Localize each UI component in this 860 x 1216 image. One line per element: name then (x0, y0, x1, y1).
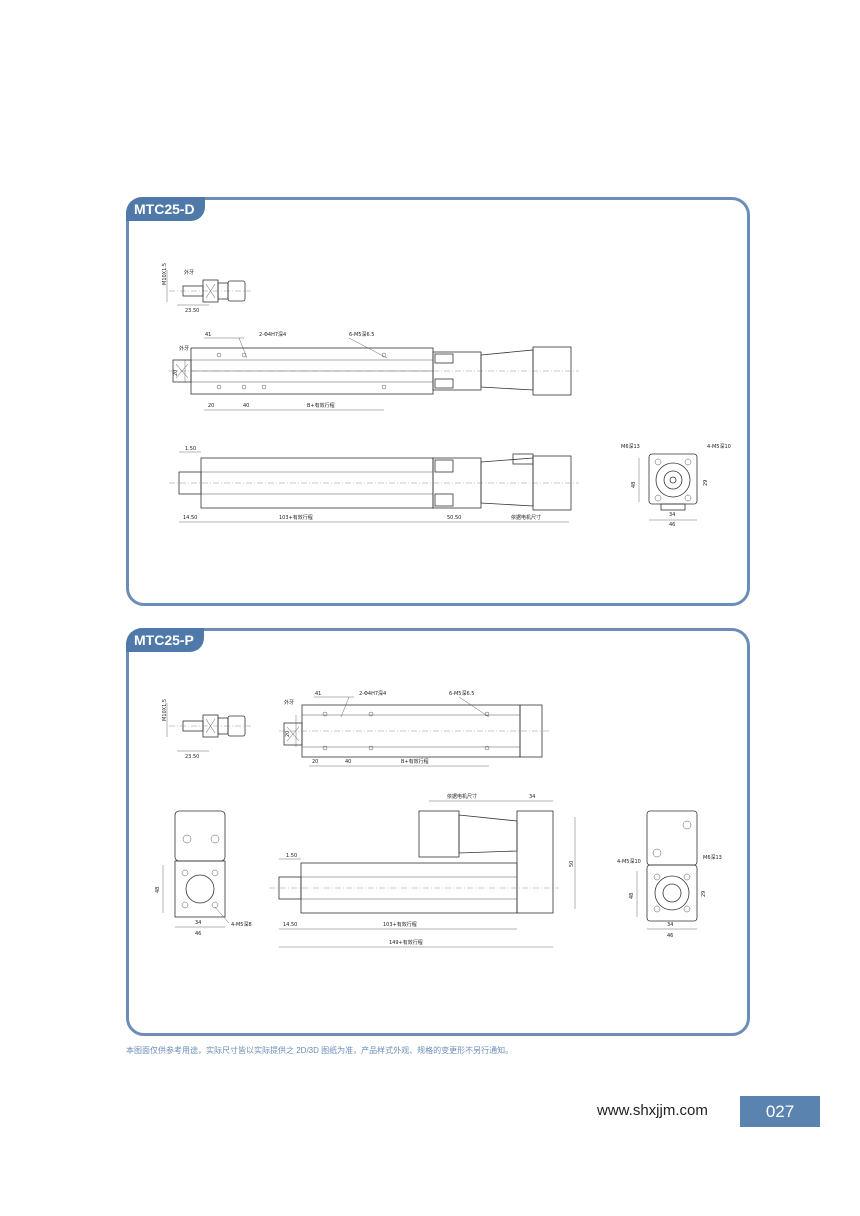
dim-stroke-149: 149+有效行程 (389, 939, 423, 946)
dim-23-50: 23.50 (185, 308, 199, 314)
dim-50: 50 (569, 861, 575, 867)
dim-20: 20 (208, 403, 214, 409)
top-view (169, 337, 579, 411)
note-holes-m5: 6-M5深6.5 (449, 690, 474, 697)
dim-48: 48 (155, 887, 161, 893)
note-m5-10: 4-M5深10 (617, 858, 641, 865)
label-outer-thread: 外牙 (284, 699, 294, 706)
note-holes-top: 2-Φ4H7深4 (259, 331, 286, 338)
dim-23-50: 23.50 (185, 754, 199, 760)
side-view (269, 800, 576, 948)
right-end-view (636, 810, 698, 930)
dim-50-50: 50.50 (447, 515, 461, 521)
website-url[interactable]: www.shxjjm.com (597, 1102, 708, 1119)
dim-1-50: 1.50 (185, 446, 196, 452)
dim-stroke-b: B+有效行程 (401, 758, 429, 765)
dim-40: 40 (243, 403, 249, 409)
dim-34-right: 34 (667, 922, 673, 928)
end-view (638, 453, 698, 521)
dim-14-50: 14.50 (283, 922, 297, 928)
dim-46: 46 (195, 931, 201, 937)
dim-48-right: 48 (629, 893, 635, 899)
page-number: 027 (740, 1096, 820, 1127)
note-m5-10: 4-M5深10 (707, 443, 731, 450)
note-m6: M6深13 (703, 854, 722, 861)
dim-stroke-103: 103+有效行程 (383, 921, 417, 928)
dim-29: 29 (701, 891, 707, 897)
dim-14-50: 14.50 (183, 515, 197, 521)
label-motor-size: 依据电机尺寸 (447, 793, 477, 800)
panel-mtc25-p: MTC25-P M10X1.5 23.50 (126, 628, 750, 1036)
dim-40: 40 (345, 759, 351, 765)
dim-29: 29 (703, 480, 709, 486)
dim-stroke-103: 103+有效行程 (279, 514, 313, 521)
label-motor-size: 依据电机尺寸 (511, 514, 541, 521)
note-m6: M6深13 (621, 443, 640, 450)
label-outer-thread-2: 外牙 (179, 345, 189, 352)
dim-34-top: 34 (529, 794, 535, 800)
dim-m10: M10X1.5 (162, 263, 168, 285)
side-view (169, 451, 579, 523)
dim-41: 41 (315, 691, 321, 697)
panel-title: MTC25-D (126, 197, 205, 221)
note-holes-top: 2-Φ4H7深4 (359, 690, 386, 697)
dim-20: 20 (312, 759, 318, 765)
dim-20v: 20 (285, 731, 291, 737)
dim-m10: M10X1.5 (162, 699, 168, 721)
dim-48: 48 (631, 482, 637, 488)
note-m5-8: 4-M5深8 (231, 921, 252, 928)
disclaimer-text: 本图面仅供参考用途，实际尺寸皆以实际提供之 2D/3D 图纸为准，产品样式外观、… (126, 1046, 514, 1055)
label-outer-thread: 外牙 (184, 269, 194, 276)
panel-mtc25-d: MTC25-D M10X1.5 外牙 23.50 (126, 197, 750, 606)
dim-46: 46 (669, 522, 675, 528)
mtc25-p-drawing: M10X1.5 23.50 外牙 41 2-Φ4H7深4 6-M5深6.5 20… (155, 690, 722, 948)
dim-34: 34 (669, 512, 675, 518)
top-view (279, 696, 549, 767)
dim-1-50: 1.50 (286, 853, 297, 859)
rod-end-detail (166, 703, 251, 752)
dim-20v: 20 (173, 370, 179, 376)
left-end-view (162, 810, 230, 928)
dim-34: 34 (195, 920, 201, 926)
note-holes-m5: 6-M5深6.5 (349, 331, 374, 338)
mtc25-d-drawing: M10X1.5 外牙 23.50 外牙 4 (162, 263, 731, 528)
panel-title: MTC25-P (126, 628, 204, 652)
dim-stroke-b: B+有效行程 (307, 402, 335, 409)
dim-41: 41 (205, 332, 211, 338)
rod-end-detail (166, 270, 251, 306)
dim-46-right: 46 (667, 933, 673, 939)
